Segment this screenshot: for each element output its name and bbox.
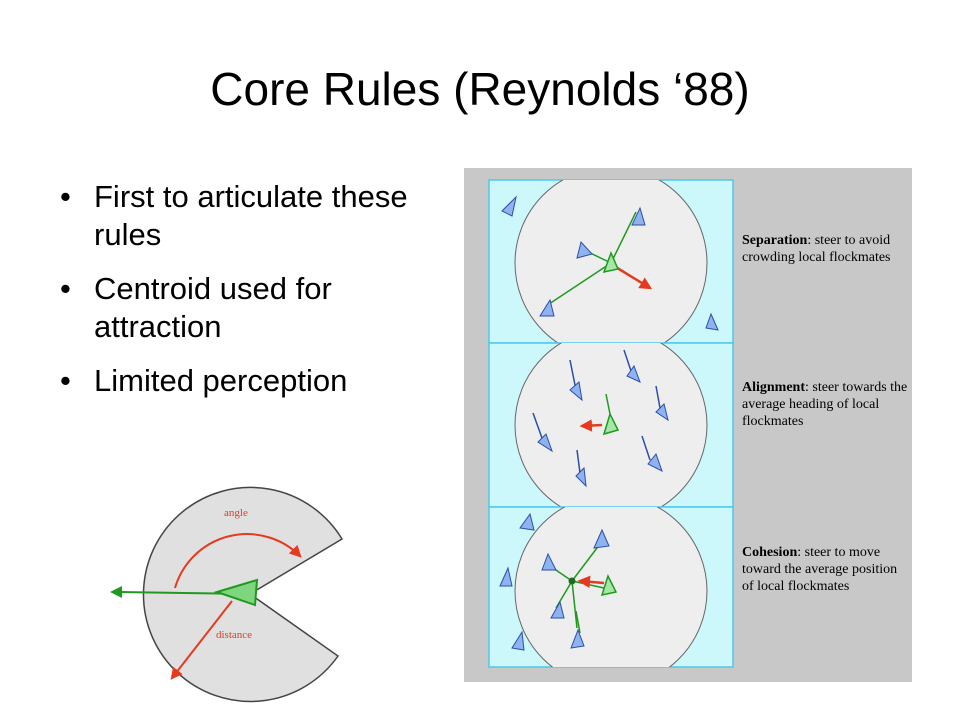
bullet-dot: • — [60, 363, 71, 398]
bullet-item: • Centroid used for attraction — [60, 270, 440, 346]
bullet-list: • First to articulate these rules • Cent… — [60, 178, 440, 416]
rule-name: Separation — [742, 233, 808, 248]
angle-label: angle — [224, 507, 248, 519]
bullet-dot: • — [60, 271, 71, 306]
bullet-text: First to articulate these rules — [94, 179, 408, 252]
rule-description: : steer to avoid crowding local flockmat… — [742, 233, 891, 265]
bullet-text: Centroid used for attraction — [94, 271, 332, 344]
rule-separation: Separation: steer to avoid crowding loca… — [742, 232, 912, 266]
angle-arc — [174, 533, 302, 589]
distance-line — [170, 600, 233, 680]
cohesion-panel — [488, 506, 734, 668]
separation-panel — [488, 179, 734, 344]
alignment-panel — [488, 342, 734, 508]
boid-triangle — [213, 578, 259, 607]
bullet-dot: • — [60, 179, 71, 214]
rule-description: : steer towards the average heading of l… — [742, 380, 908, 429]
distance-label: distance — [216, 629, 252, 641]
bullet-text: Limited perception — [94, 363, 348, 398]
boid-rules-figure — [464, 168, 912, 682]
rule-name: Cohesion — [742, 545, 798, 560]
rule-name: Alignment — [742, 380, 805, 395]
rule-alignment: Alignment: steer towards the average hea… — [742, 379, 912, 430]
slide-title: Core Rules (Reynolds ‘88) — [210, 63, 750, 115]
heading-arrowhead — [110, 586, 122, 598]
rule-description: : steer to move toward the average posit… — [742, 545, 898, 594]
bullet-item: • Limited perception — [60, 362, 440, 400]
bullet-item: • First to articulate these rules — [60, 178, 440, 254]
rule-cohesion: Cohesion: steer to move toward the avera… — [742, 544, 912, 595]
perception-diagram: angle distance — [110, 486, 344, 703]
